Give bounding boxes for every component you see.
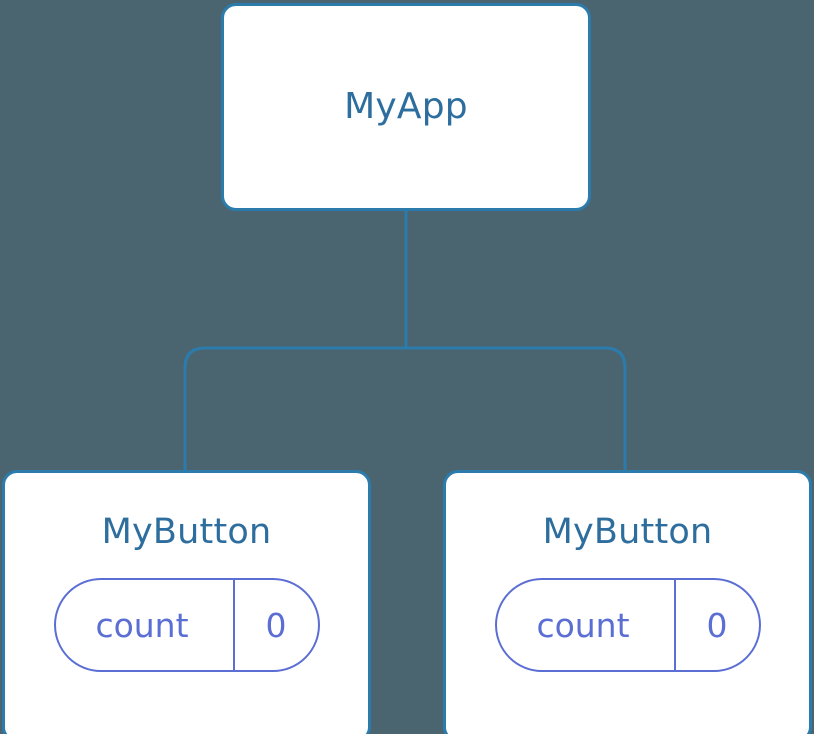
- edge-to-child-right: [406, 346, 627, 472]
- state-divider: [673, 580, 676, 670]
- node-child-mybutton-2[interactable]: MyButton count 0: [443, 470, 812, 734]
- state-value: 0: [265, 605, 287, 645]
- node-root-myapp[interactable]: MyApp: [221, 3, 591, 211]
- state-value: 0: [706, 605, 728, 645]
- state-pill[interactable]: count 0: [53, 578, 320, 672]
- state-divider: [232, 580, 235, 670]
- edge-to-child-left: [183, 346, 406, 472]
- state-key: count: [95, 605, 189, 645]
- state-pill[interactable]: count 0: [494, 578, 761, 672]
- node-child-mybutton-1[interactable]: MyButton count 0: [2, 470, 371, 734]
- node-child-label: MyButton: [101, 512, 272, 552]
- node-root-label: MyApp: [344, 86, 468, 127]
- node-child-label: MyButton: [542, 512, 713, 552]
- state-key: count: [536, 605, 630, 645]
